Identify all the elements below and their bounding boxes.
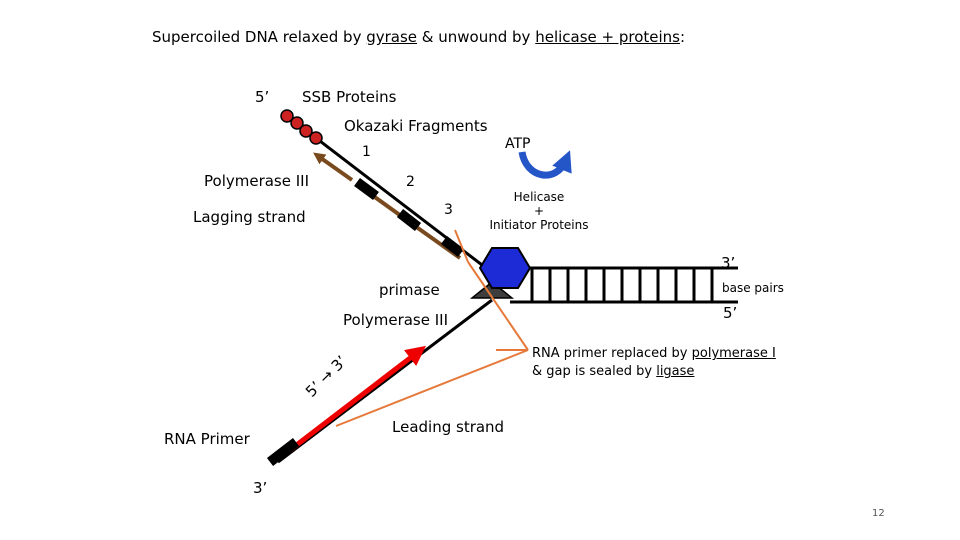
rna-primer-callout [335, 229, 529, 427]
primer-block [396, 209, 422, 231]
page-number: 12 [872, 508, 885, 519]
slide-title: Supercoiled DNA relaxed by gyrase & unwo… [152, 28, 685, 46]
lagging-primer-blocks [354, 177, 465, 257]
helicase-hexagon [478, 247, 532, 289]
ssb-bead [290, 116, 304, 130]
okazaki-fragments [313, 152, 462, 260]
rna-primer-block [266, 438, 300, 466]
helicase-line-2: + [533, 204, 545, 218]
label-primase: primase [379, 281, 440, 299]
label-fragment-1: 1 [362, 144, 371, 160]
label-leading-strand: Leading strand [392, 418, 505, 436]
label-three-prime-right: 3’ [721, 254, 736, 272]
primer-block [440, 236, 465, 257]
rna-note-text-2: & gap is sealed by [532, 364, 657, 379]
title-helicase-proteins: helicase + proteins [535, 28, 680, 46]
title-text-2: & unwound by [417, 28, 536, 46]
title-colon: : [680, 28, 686, 46]
rna-note-ligase: ligase [656, 364, 695, 379]
label-three-prime-bottom: 3’ [253, 479, 268, 497]
label-polymerase-iii-mid: Polymerase III [343, 311, 449, 329]
ssb-bead [280, 109, 294, 123]
label-five-prime-right: 5’ [723, 304, 738, 322]
rna-note-polymerase-i: polymerase I [691, 346, 776, 361]
rna-note-line-2: & gap is sealed by ligase [532, 363, 776, 381]
ssb-protein-beads [280, 109, 323, 145]
title-text-1: Supercoiled DNA relaxed by [152, 28, 367, 46]
rna-note-text-1: RNA primer replaced by [532, 346, 692, 361]
base-pair-ladder [510, 266, 738, 304]
atp-arrow [518, 150, 572, 179]
helicase-line-1: Helicase [513, 190, 565, 204]
label-five-prime-top: 5’ [255, 88, 270, 106]
label-rna-primer-note: RNA primer replaced by polymerase I & ga… [532, 345, 776, 381]
label-rna-primer: RNA Primer [164, 430, 250, 448]
helicase-line-3: Initiator Proteins [489, 218, 589, 232]
label-okazaki-fragments: Okazaki Fragments [344, 117, 488, 135]
ssb-bead [309, 131, 323, 145]
title-gyrase: gyrase [366, 28, 418, 46]
label-ssb-proteins: SSB Proteins [302, 88, 397, 106]
rna-note-line-1: RNA primer replaced by polymerase I [532, 345, 776, 363]
label-atp: ATP [505, 136, 531, 152]
primer-block [354, 177, 379, 201]
label-fragment-3: 3 [444, 202, 453, 218]
label-polymerase-iii-top: Polymerase III [204, 172, 310, 190]
ssb-bead [299, 124, 313, 138]
label-lagging-strand: Lagging strand [193, 208, 306, 226]
label-helicase-initiator: Helicase + Initiator Proteins [488, 190, 590, 232]
label-base-pairs: base pairs [722, 281, 784, 295]
label-fragment-2: 2 [406, 174, 415, 190]
leading-new-strand [288, 345, 426, 452]
okazaki-fragment-1 [313, 152, 354, 182]
